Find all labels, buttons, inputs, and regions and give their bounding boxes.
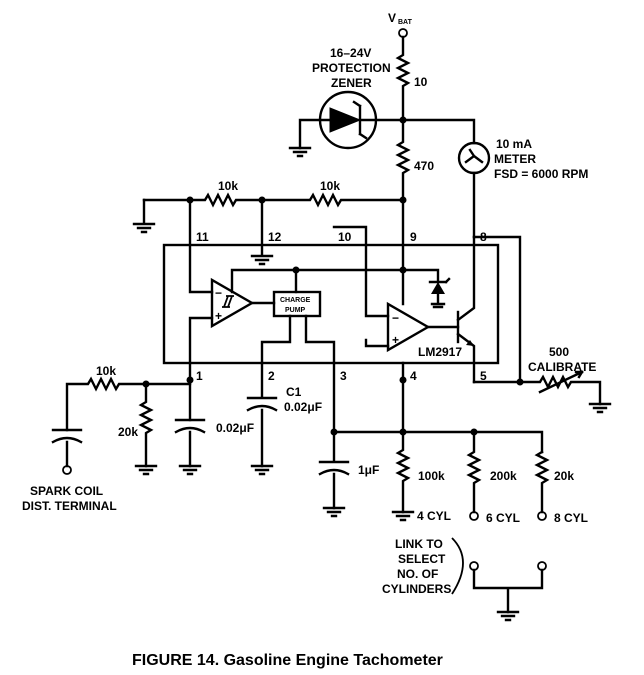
pin-2-label: 2 [268,369,275,383]
pin-4-label: 4 [410,369,417,383]
zener-label-2: PROTECTION [312,61,391,75]
cyl6-label: 6 CYL [486,511,520,525]
meter-label-2: METER [494,152,536,166]
svg-text:−: − [215,286,222,300]
ic-name-label: LM2917 [418,345,462,359]
zener-label-3: ZENER [331,76,372,90]
charge-pump: CHARGE PUMP [260,268,336,365]
svg-text:+: + [215,309,222,323]
svg-text:−: − [392,311,399,325]
r-20k-in-label: 20k [118,425,138,439]
vbat-sub-label: BAT [398,19,413,26]
c1-value-label: 0.02μF [284,400,322,414]
meter-label-1: 10 mA [496,137,532,151]
link-label-2: SELECT [398,552,446,566]
vbat-terminal: V BAT [388,11,413,38]
pin-12-label: 12 [268,230,282,244]
svg-text:+: + [392,333,399,347]
figure-caption: FIGURE 14. Gasoline Engine Tachometer [132,652,443,669]
zener-label-1: 16–24V [330,46,371,60]
meter-label-3: FSD = 6000 RPM [494,167,588,181]
pin-10-label: 10 [338,230,352,244]
pin-1-label: 1 [196,369,203,383]
pin-9-label: 9 [410,230,417,244]
cylinder-link: LINK TO SELECT NO. OF CYLINDERS [382,537,547,622]
output-transistor [456,235,476,384]
input-comparator: − + [188,268,405,365]
pin-3-label: 3 [340,369,347,383]
internal-zener [401,268,451,309]
r-10k-in-label: 10k [96,364,116,378]
ground-zener [288,146,312,158]
pin-5-label: 5 [480,369,487,383]
c-1uf-label: 1μF [358,463,379,477]
r-10k-b-label: 10k [320,179,340,193]
r-20k-out-label: 20k [554,469,574,483]
link-label-1: LINK TO [395,537,443,551]
r-200k-label: 200k [490,469,517,483]
calibrate-potentiometer: 500 CALIBRATE [518,345,612,414]
c1-name-label: C1 [286,385,302,399]
meter: 10 mA METER FSD = 6000 RPM [401,118,588,239]
r-470-label: 470 [414,159,434,173]
ic-lm2917: 11 12 10 9 8 1 2 3 4 5 LM2917 [162,230,500,383]
input-network: 10k 20k 0.02μF SPARK COIL DIST. TERMINAL [22,361,254,513]
resistor-chain-top: 10k 10k [132,179,405,234]
charge-pump-label-1: CHARGE [280,297,311,304]
r-10k-a-label: 10k [218,179,238,193]
c-in-label: 0.02μF [216,421,254,435]
resistor-10: 10 [395,35,428,122]
pot-label: CALIBRATE [528,360,596,374]
spark-label-1: SPARK COIL [30,484,103,498]
r-100k-label: 100k [418,469,445,483]
output-opamp: − + [332,198,460,353]
pot-value-label: 500 [549,345,569,359]
spark-label-2: DIST. TERMINAL [22,499,117,513]
charge-pump-label-2: PUMP [285,307,306,314]
r-top-label: 10 [414,75,428,89]
vbat-label: V [388,11,396,25]
link-label-4: CYLINDERS [382,582,451,596]
cyl4-label: 4 CYL [417,509,451,523]
resistor-470: 470 [395,118,434,202]
link-label-3: NO. OF [397,567,438,581]
protection-zener: 16–24V PROTECTION ZENER [298,46,405,150]
cyl8-label: 8 CYL [554,511,588,525]
pin-11-label: 11 [196,230,209,244]
capacitor-c1: C1 0.02μF [246,361,322,476]
